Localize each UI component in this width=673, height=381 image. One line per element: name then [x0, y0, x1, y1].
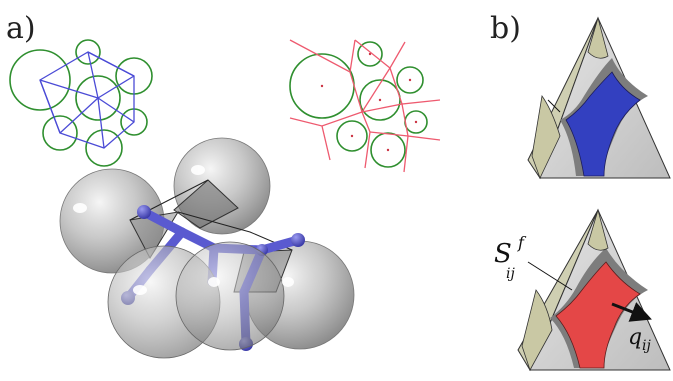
voronoi-edges — [289, 39, 441, 173]
surface-label: S f ij — [494, 233, 573, 291]
voronoi-centers — [320, 52, 418, 152]
circle — [370, 132, 406, 168]
flux-subscript: ij — [642, 338, 651, 354]
node — [291, 233, 305, 247]
front-spheres — [107, 241, 285, 359]
circle — [75, 39, 101, 65]
sphere-highlights — [73, 165, 294, 295]
surface-symbol: S — [494, 239, 512, 269]
cap-face — [587, 208, 609, 251]
voronoi-sketch — [289, 39, 441, 173]
cap-face — [587, 16, 609, 59]
sphere — [175, 241, 285, 351]
surface-leader-line — [527, 261, 573, 291]
cap-face — [531, 94, 561, 180]
surface-subscript: ij — [506, 266, 515, 282]
flux-arrow: q ij — [611, 302, 652, 354]
circle — [357, 41, 383, 67]
circle — [75, 75, 121, 121]
delaunay-sketch — [9, 39, 153, 167]
surface-superscript: f — [517, 233, 527, 252]
circle — [336, 120, 368, 152]
circle — [9, 49, 71, 111]
flux-arrow-icon — [611, 302, 652, 322]
node — [137, 205, 151, 219]
delaunay-edges — [39, 51, 135, 149]
panel-a-label: a) — [6, 11, 36, 46]
flux-symbol: q — [628, 325, 642, 350]
tetrahedron-top — [527, 16, 671, 180]
panel-b-label: b) — [490, 11, 521, 46]
blue-surface — [565, 71, 641, 177]
cap-face — [521, 289, 553, 371]
tetrahedron-bottom: S f ij q ij — [494, 208, 671, 372]
circle — [396, 66, 424, 94]
sphere-cluster — [59, 137, 355, 359]
circle — [42, 115, 78, 151]
red-surface — [555, 261, 641, 369]
edge-mark — [547, 99, 561, 113]
circle — [85, 129, 123, 167]
delaunay-circles — [9, 39, 153, 167]
